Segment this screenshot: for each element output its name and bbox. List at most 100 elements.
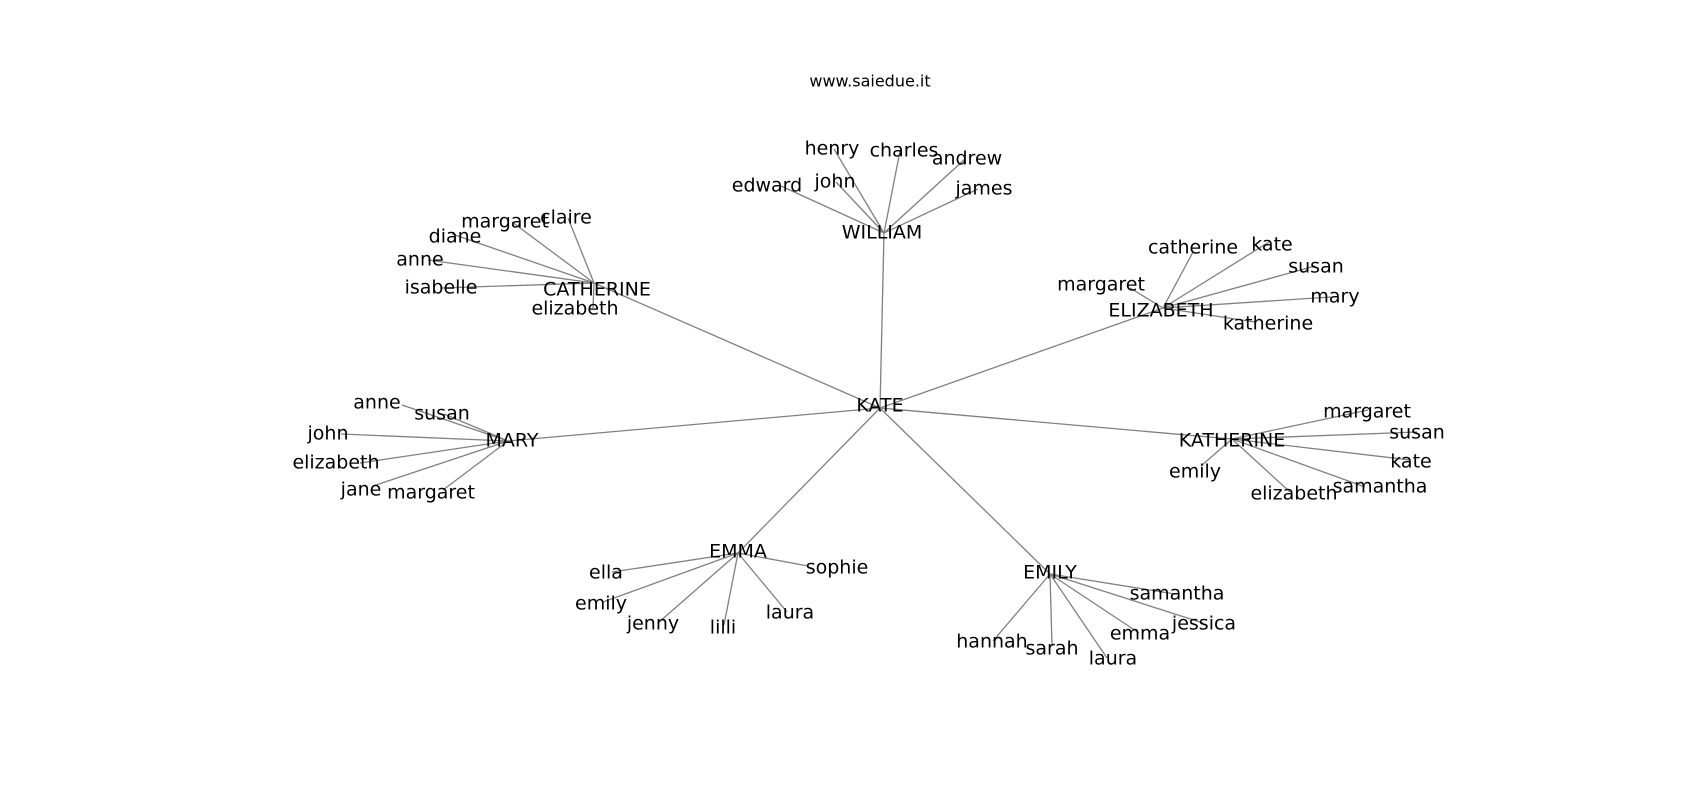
edge-mary-jane [372,440,509,487]
leaf-node-emma-sophie: sophie [806,557,869,579]
edge-mary-susan [443,413,509,442]
edge-mary-elizabeth [359,440,509,464]
leaf-node-emily-hannah: hannah [956,631,1027,653]
edge-katherine-samantha [1231,438,1366,488]
leaf-node-katherine-emily: emily [1169,461,1221,483]
edge-emily-jessica [1049,573,1204,624]
leaf-node-elizabeth-mary: mary [1310,286,1359,308]
edge-elizabeth-katherine [1162,307,1256,323]
leaf-node-emma-ella: ella [589,562,623,584]
leaf-node-emily-samantha: samantha [1130,583,1225,605]
edge-root-mary [507,407,881,442]
edge-elizabeth-catherine [1162,251,1194,309]
leaf-node-mary-jane: jane [340,479,382,501]
leaf-node-william-john: john [814,171,856,193]
edge-emma-laura [737,552,788,613]
edge-catherine-isabelle [439,282,595,289]
group-node-catherine: CATHERINE [543,279,651,301]
edge-elizabeth-kate [1162,241,1270,309]
edge-katherine-susan [1231,431,1418,440]
edge-mary-anne [401,404,509,442]
leaf-node-emily-laura: laura [1089,648,1137,670]
group-node-emma: EMMA [709,541,767,563]
edge-emily-hannah [992,573,1051,642]
leaf-node-mary-margaret: margaret [387,482,475,504]
edge-emma-sophie [737,552,809,567]
edge-elizabeth-margaret [1129,287,1164,309]
edge-emma-emily [602,552,739,603]
leaf-node-emma-lilli: lilli [710,617,736,639]
leaf-node-elizabeth-katherine: katherine [1223,313,1313,335]
edge-emily-samantha [1049,573,1176,595]
edge-root-emma [737,407,881,554]
leaf-node-william-edward: edward [732,175,802,197]
edge-william-charles [883,150,901,234]
leaf-node-katherine-kate: kate [1390,451,1431,473]
edge-catherine-claire [567,217,595,284]
edge-elizabeth-mary [1162,296,1332,309]
edge-william-john [835,181,885,234]
leaf-node-william-james: james [954,178,1012,200]
edge-william-james [883,188,979,234]
leaf-node-william-charles: charles [870,140,939,162]
leaf-node-katherine-margaret: margaret [1323,401,1411,423]
edge-root-william [879,232,885,409]
group-node-elizabeth: ELIZABETH [1108,300,1213,322]
edge-elizabeth-susan [1162,265,1316,309]
leaf-node-elizabeth-kate: kate [1251,234,1292,256]
edge-katherine-margaret [1231,409,1369,440]
leaf-node-emma-emily: emily [575,593,627,615]
leaf-node-catherine-elizabeth: elizabeth [531,298,618,320]
edge-william-andrew [883,158,966,234]
group-node-emily: EMILY [1023,562,1077,584]
leaf-node-elizabeth-catherine: catherine [1148,237,1238,259]
leaf-node-mary-john: john [307,423,349,445]
edge-katherine-kate [1231,438,1411,461]
leaf-node-mary-elizabeth: elizabeth [292,452,379,474]
edge-root-katherine [879,407,1233,440]
leaf-node-mary-susan: susan [414,403,470,425]
leaf-node-elizabeth-margaret: margaret [1057,274,1145,296]
edge-emily-laura [1049,573,1108,659]
leaf-node-catherine-anne: anne [396,249,443,271]
leaf-node-william-henry: henry [805,138,860,160]
edge-root-emily [879,407,1051,575]
edge-william-edward [780,185,885,234]
edge-mary-margaret [442,440,509,491]
leaf-node-catherine-diane: diane [429,226,482,248]
edge-emma-jenny [657,552,739,624]
edge-catherine-margaret [511,221,595,284]
leaf-node-emma-laura: laura [766,602,814,624]
leaf-node-elizabeth-susan: susan [1288,256,1344,278]
leaf-node-katherine-samantha: samantha [1333,476,1428,498]
edge-catherine-diane [451,233,595,284]
leaf-node-katherine-elizabeth: elizabeth [1250,483,1337,505]
edge-root-catherine [593,282,881,409]
edge-katherine-elizabeth [1231,438,1291,493]
edge-katherine-emily [1200,438,1233,467]
leaf-node-emma-jenny: jenny [626,613,679,635]
edge-emma-lilli [723,552,739,626]
edge-emily-emma [1049,573,1140,634]
leaf-node-catherine-margaret: margaret [461,211,549,233]
leaf-node-emily-emma: emma [1110,623,1170,645]
edge-emma-ella [611,552,739,573]
edge-root-elizabeth [879,307,1164,409]
leaf-node-katherine-susan: susan [1389,422,1445,444]
leaf-node-emily-sarah: sarah [1025,638,1078,660]
watermark-text: www.saiedue.it [809,72,930,91]
edge-catherine-anne [427,259,595,284]
edge-catherine-elizabeth [592,282,595,309]
labels-layer: www.saiedue.it KATE WILLIAM henry charles an… [292,72,1444,670]
edge-emily-sarah [1049,573,1053,647]
root-node-label: KATE [856,395,903,417]
group-node-mary: MARY [486,430,539,452]
leaf-node-mary-anne: anne [353,392,400,414]
edge-mary-john [340,433,509,442]
group-node-katherine: KATHERINE [1179,430,1286,452]
group-node-william: WILLIAM [842,222,923,244]
leaf-node-catherine-isabelle: isabelle [405,277,478,299]
leaf-node-catherine-claire: claire [540,207,592,229]
leaf-node-emily-jessica: jessica [1171,613,1236,635]
